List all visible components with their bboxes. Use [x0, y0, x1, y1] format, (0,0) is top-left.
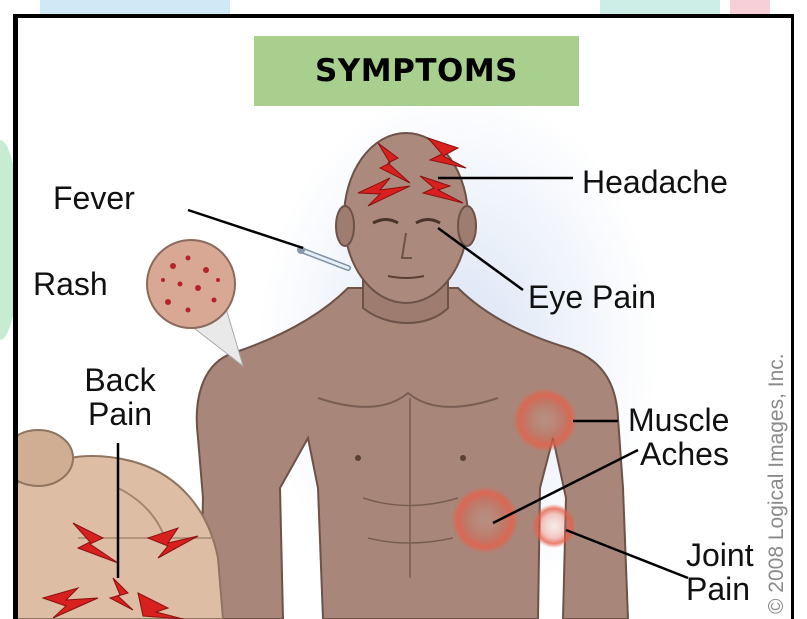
diagram-panel: SYMPTOMS Fever Headache Rash Eye Pain Ba…: [18, 18, 791, 619]
label-muscle-aches-line1: Muscle: [628, 403, 729, 437]
joint-pain-glow-elbow: [532, 504, 576, 548]
page-title: SYMPTOMS: [315, 53, 518, 89]
label-joint-pain-line2: Pain: [686, 572, 754, 606]
label-rash: Rash: [33, 267, 108, 301]
label-headache: Headache: [582, 165, 728, 199]
diagram-frame: SYMPTOMS Fever Headache Rash Eye Pain Ba…: [13, 14, 794, 619]
copyright-text: © 2008 Logical Images, Inc.: [765, 353, 789, 614]
man-ear-right: [458, 206, 476, 246]
label-back-pain: Back Pain: [70, 363, 170, 431]
man-ear-left: [336, 206, 354, 246]
label-back-pain-line1: Back: [70, 363, 170, 397]
rash-magnifier-icon: [147, 240, 243, 366]
title-box: SYMPTOMS: [254, 36, 579, 106]
label-joint-pain-line1: Joint: [686, 538, 754, 572]
label-muscle-aches-line2: Aches: [628, 437, 729, 471]
symptoms-illustration: [18, 18, 791, 619]
label-muscle-aches: Muscle Aches: [628, 403, 729, 471]
label-joint-pain: Joint Pain: [686, 538, 754, 606]
label-back-pain-line2: Pain: [70, 397, 170, 431]
muscle-ache-glow-forearm: [451, 486, 519, 554]
muscle-ache-glow-shoulder: [513, 388, 577, 452]
label-fever: Fever: [53, 181, 135, 215]
label-eye-pain: Eye Pain: [528, 280, 656, 314]
